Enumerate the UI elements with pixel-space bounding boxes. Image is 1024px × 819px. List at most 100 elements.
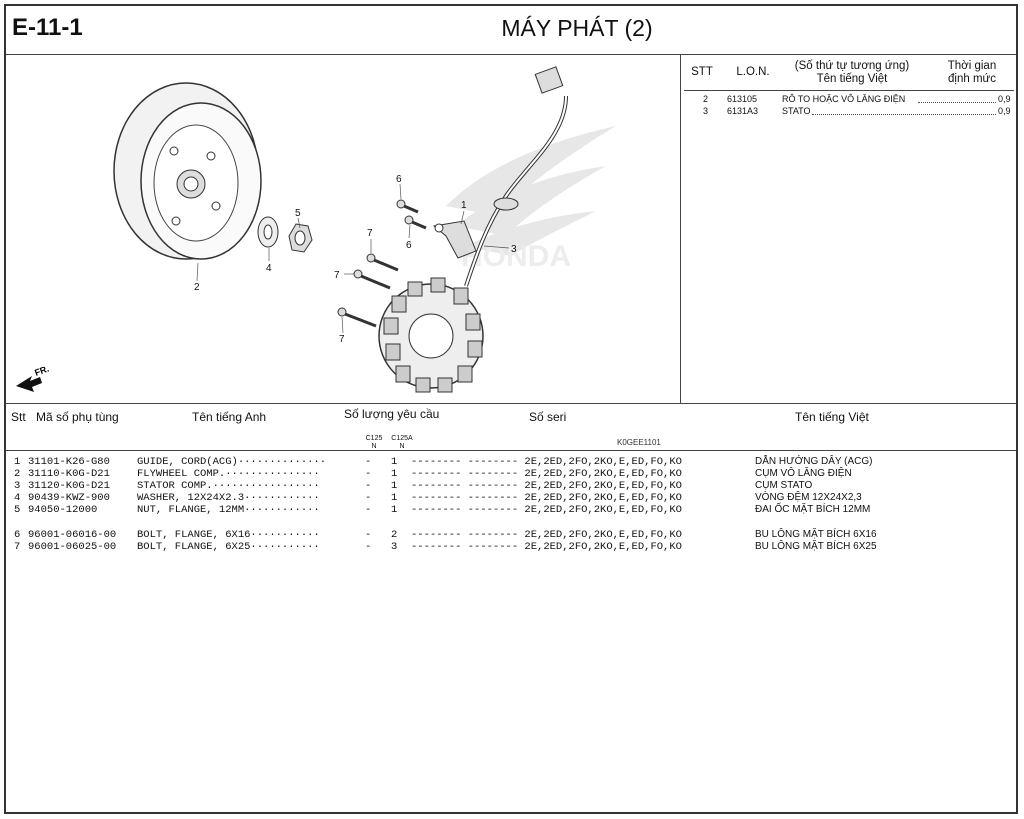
callout-6a: 6 bbox=[396, 174, 402, 185]
cell-name-en: BOLT, FLANGE, 6X25··········· bbox=[137, 541, 320, 553]
callout-7c: 7 bbox=[339, 334, 345, 345]
cell-name-en: STATOR COMP.················· bbox=[137, 480, 320, 492]
model-col-c125: C125 N bbox=[365, 435, 383, 450]
cell-name-vi: DẪN HƯỚNG DÂY (ACG) bbox=[755, 456, 873, 467]
cord-guide bbox=[432, 220, 477, 259]
table-row: 5 94050-12000 NUT, FLANGE, 12MM···········… bbox=[0, 504, 1014, 516]
cell-name-en: BOLT, FLANGE, 6X16··········· bbox=[137, 529, 320, 541]
callout-7a: 7 bbox=[367, 228, 373, 239]
grommet bbox=[493, 197, 519, 211]
cell-q1: - bbox=[365, 468, 372, 480]
diagram-svg: HONDA bbox=[16, 66, 616, 393]
cell-q1: - bbox=[365, 456, 372, 468]
ref-head-lon: L.O.N. bbox=[736, 66, 770, 78]
header-divider bbox=[6, 54, 1016, 55]
cell-part-no: 94050-12000 bbox=[28, 504, 98, 516]
cell-stt: 5 bbox=[14, 504, 21, 516]
cell-serial: -------- -------- 2E,2ED,2FO,2KO,E,ED,FO… bbox=[411, 468, 682, 480]
callout-1: 1 bbox=[461, 200, 467, 211]
cell-serial: -------- -------- 2E,2ED,2FO,2KO,E,ED,FO… bbox=[411, 541, 682, 553]
svg-text:FR.: FR. bbox=[33, 364, 50, 378]
washer bbox=[257, 216, 279, 248]
cell-serial: -------- -------- 2E,2ED,2FO,2KO,E,ED,FO… bbox=[411, 480, 682, 492]
cell-stt: 4 bbox=[14, 492, 21, 504]
connector bbox=[534, 66, 564, 94]
cell-q1: - bbox=[365, 529, 372, 541]
table-row: 2 31110-K0G-D21 FLYWHEEL COMP.············… bbox=[0, 468, 1014, 480]
cell-part-no: 31101-K26-G80 bbox=[28, 456, 110, 468]
table-row: 4 90439-KWZ-900 WASHER, 12X24X2.3·········… bbox=[0, 492, 1014, 504]
parts-head-divider bbox=[6, 450, 1016, 451]
cell-name-vi: CỤM STATO bbox=[755, 480, 813, 491]
flange-nut bbox=[288, 223, 313, 253]
ref-row: 3 6131A3 STATO 0,9 bbox=[703, 106, 1011, 116]
cell-q1: - bbox=[365, 480, 372, 492]
cell-q2: 1 bbox=[391, 504, 398, 516]
cell-q2: 1 bbox=[391, 480, 398, 492]
cell-q2: 3 bbox=[391, 541, 398, 553]
cell-part-no: 31120-K0G-D21 bbox=[28, 480, 110, 492]
cell-serial: -------- -------- 2E,2ED,2FO,2KO,E,ED,FO… bbox=[411, 504, 682, 516]
callout-2: 2 bbox=[194, 282, 200, 293]
cell-name-vi: CỤM VÔ LĂNG ĐIỆN bbox=[755, 468, 852, 479]
cell-part-no: 90439-KWZ-900 bbox=[28, 492, 110, 504]
cell-part-no: 96001-06025-00 bbox=[28, 541, 117, 553]
parts-head-name-en: Tên tiếng Anh bbox=[192, 410, 267, 424]
callout-4: 4 bbox=[266, 263, 272, 274]
parts-head-part-no: Mã số phụ tùng bbox=[36, 410, 119, 424]
parts-head-name-vi: Tên tiếng Việt bbox=[795, 410, 869, 424]
cell-name-en: GUIDE, CORD(ACG)·············· bbox=[137, 456, 327, 468]
cell-stt: 2 bbox=[14, 468, 21, 480]
callout-3: 3 bbox=[511, 244, 517, 255]
cell-stt: 7 bbox=[14, 541, 21, 553]
cell-stt: 6 bbox=[14, 529, 21, 541]
front-direction-arrow: FR. bbox=[16, 364, 50, 392]
parts-head-serial: Số seri bbox=[529, 410, 567, 424]
callout-7b: 7 bbox=[334, 270, 340, 281]
table-row: 1 31101-K26-G80 GUIDE, CORD(ACG)··········… bbox=[0, 456, 1014, 468]
cell-q2: 1 bbox=[391, 492, 398, 504]
parts-divider bbox=[6, 403, 1016, 404]
callouts: 1 2 3 4 5 6 6 7 7 7 bbox=[194, 174, 517, 345]
stator bbox=[378, 277, 484, 393]
page-title: MÁY PHÁT (2) bbox=[501, 15, 653, 41]
ref-head-name: (Số thứ tự tương ứng) Tên tiếng Việt bbox=[794, 60, 910, 85]
callout-5: 5 bbox=[295, 208, 301, 219]
cell-name-vi: BU LÔNG MẶT BÍCH 6X25 bbox=[755, 541, 877, 552]
cell-name-en: WASHER, 12X24X2.3············ bbox=[137, 492, 320, 504]
exploded-diagram: HONDA bbox=[6, 56, 678, 447]
cell-name-vi: VÒNG ĐỆM 12X24X2,3 bbox=[755, 492, 862, 503]
diagram-image-code: K0GEE1101 bbox=[617, 438, 661, 447]
cell-stt: 1 bbox=[14, 456, 21, 468]
cell-name-vi: ĐAI ỐC MẶT BÍCH 12MM bbox=[755, 504, 871, 515]
parts-head-stt: Stt bbox=[11, 410, 26, 424]
cell-q2: 1 bbox=[391, 468, 398, 480]
flywheel bbox=[113, 82, 262, 260]
ref-head-stt: STT bbox=[691, 66, 713, 78]
ref-row: 2 613105 RÔ TO HOẶC VÔ LĂNG ĐIỆN 0,9 bbox=[703, 94, 1011, 104]
callout-6b: 6 bbox=[406, 240, 412, 251]
cell-q1: - bbox=[365, 492, 372, 504]
cell-stt: 3 bbox=[14, 480, 21, 492]
table-row: 3 31120-K0G-D21 STATOR COMP.··············… bbox=[0, 480, 1014, 492]
page-frame bbox=[4, 4, 1018, 814]
reference-head-divider bbox=[684, 90, 1014, 91]
cell-q2: 1 bbox=[391, 456, 398, 468]
cell-serial: -------- -------- 2E,2ED,2FO,2KO,E,ED,FO… bbox=[411, 529, 682, 541]
bolts bbox=[337, 199, 427, 328]
model-col-c125a: C125A N bbox=[391, 435, 413, 450]
cell-name-en: FLYWHEEL COMP.··············· bbox=[137, 468, 320, 480]
cell-name-en: NUT, FLANGE, 12MM············ bbox=[137, 504, 320, 516]
cell-part-no: 96001-06016-00 bbox=[28, 529, 117, 541]
leader-lines bbox=[196, 183, 510, 334]
table-row: 6 96001-06016-00 BOLT, FLANGE, 6X16·······… bbox=[0, 529, 1014, 541]
diagram-divider bbox=[680, 54, 681, 403]
cell-serial: -------- -------- 2E,2ED,2FO,2KO,E,ED,FO… bbox=[411, 492, 682, 504]
cell-q1: - bbox=[365, 504, 372, 516]
ref-head-time: Thời gian định mức bbox=[947, 60, 997, 85]
page-code: E-11-1 bbox=[12, 14, 83, 41]
table-row: 7 96001-06025-00 BOLT, FLANGE, 6X25·······… bbox=[0, 541, 1014, 553]
cell-name-vi: BU LÔNG MẶT BÍCH 6X16 bbox=[755, 529, 877, 540]
cell-part-no: 31110-K0G-D21 bbox=[28, 468, 110, 480]
cell-q2: 2 bbox=[391, 529, 398, 541]
